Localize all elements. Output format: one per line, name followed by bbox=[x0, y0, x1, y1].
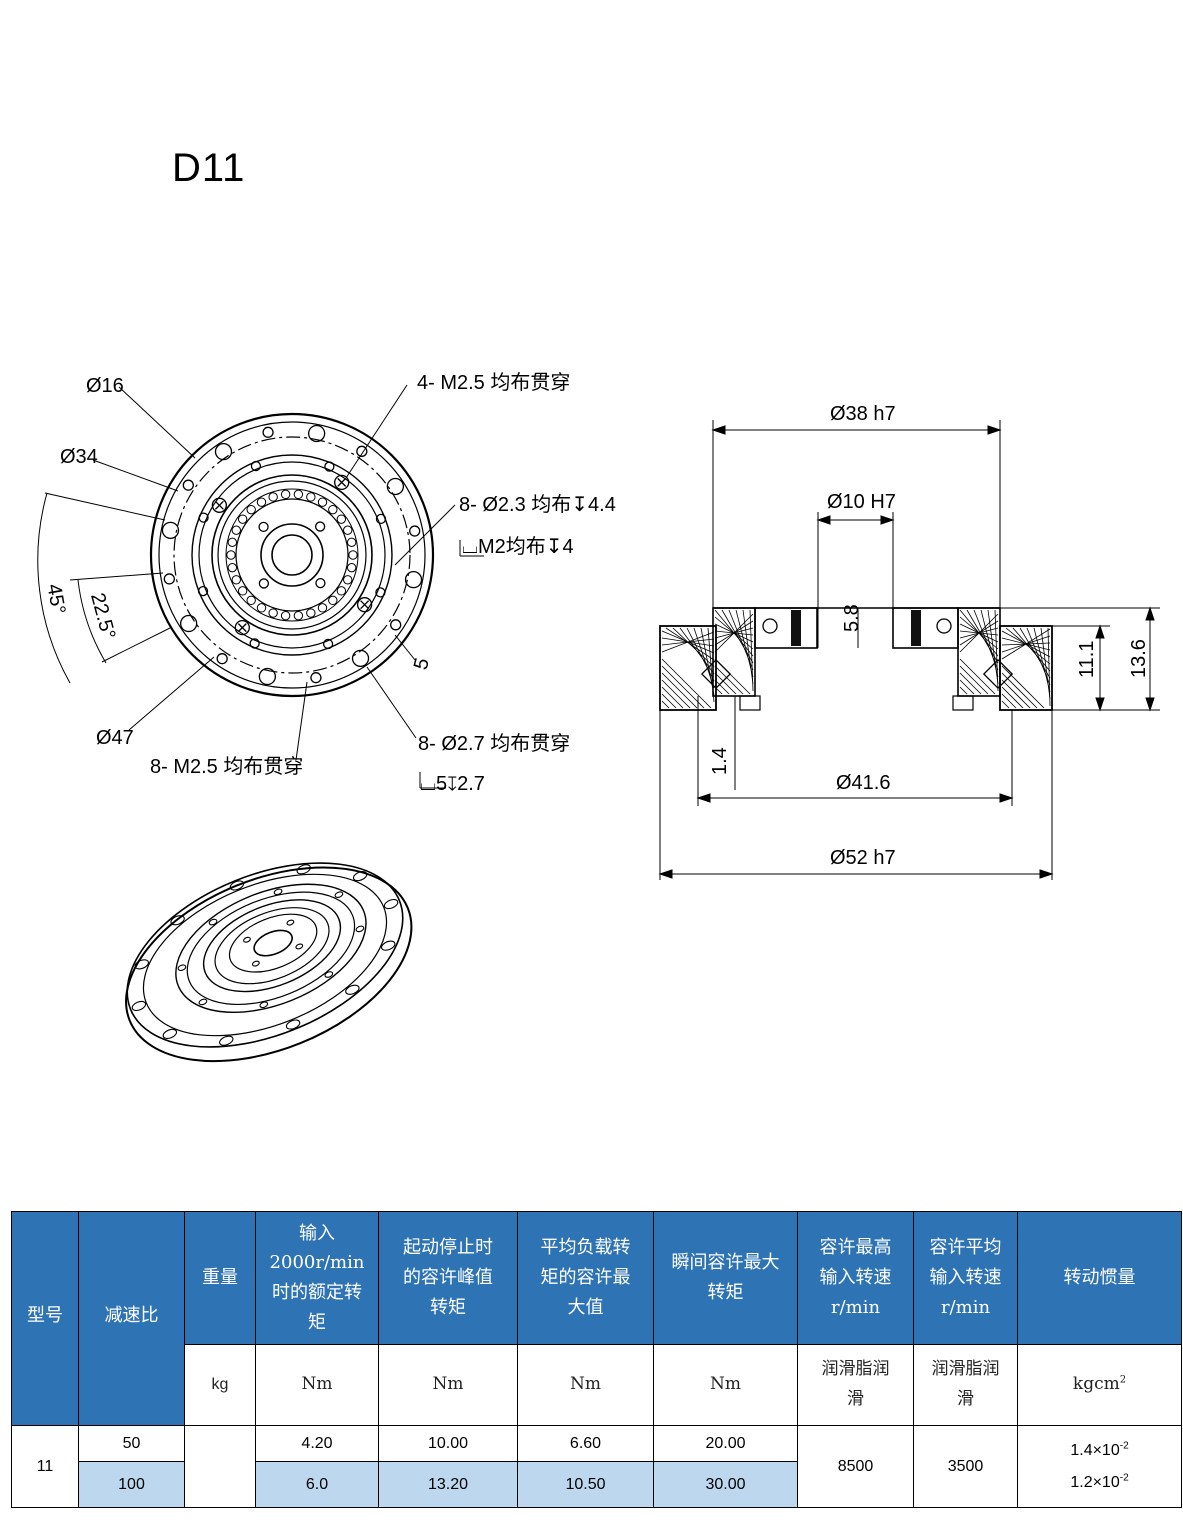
cell-weight bbox=[184, 1425, 256, 1508]
section-labels: Ø38 h7 Ø10 H7 5.8 11.1 13.6 1.4 Ø41.6 Ø5… bbox=[709, 403, 1150, 869]
dim-d10: Ø10 H7 bbox=[827, 491, 896, 513]
technical-drawing: Ø16 Ø34 4- M2.5 均布贯穿 8- Ø2.3 均布↧4.4 ⌴M2均… bbox=[37, 371, 1160, 1063]
cell-rated-50: 4.20 bbox=[255, 1425, 379, 1462]
dim-d47: Ø47 bbox=[96, 727, 134, 749]
unit-avg-torque: Nm bbox=[517, 1344, 654, 1426]
cell-avg-50: 6.60 bbox=[517, 1425, 654, 1462]
cell-instant-50: 20.00 bbox=[653, 1425, 798, 1462]
cell-avg-speed: 3500 bbox=[913, 1425, 1018, 1508]
inner-holes bbox=[258, 521, 326, 589]
cell-instant-100: 30.00 bbox=[653, 1461, 798, 1508]
unit-peak-torque: Nm bbox=[378, 1344, 518, 1426]
cell-avg-100: 10.50 bbox=[517, 1461, 654, 1508]
cell-peak-50: 10.00 bbox=[378, 1425, 518, 1462]
dim-d52: Ø52 h7 bbox=[830, 847, 896, 869]
cell-ratio-50: 50 bbox=[78, 1425, 185, 1462]
cell-ratio-100: 100 bbox=[78, 1461, 185, 1508]
header-avg-torque: 平均负载转矩的容许最大值 bbox=[517, 1211, 654, 1345]
dim-5: 5 bbox=[410, 656, 434, 672]
unit-rated-torque: Nm bbox=[255, 1344, 379, 1426]
dim-14: 1.4 bbox=[709, 747, 731, 775]
unit-instant-torque: Nm bbox=[653, 1344, 798, 1426]
header-instant-torque: 瞬间容许最大转矩 bbox=[653, 1211, 798, 1345]
unit-avg-speed: 润滑脂润滑 bbox=[913, 1344, 1018, 1426]
callout-hole23: 8- Ø2.3 均布↧4.4 bbox=[459, 493, 616, 516]
unit-inertia: kgcm2 bbox=[1017, 1344, 1182, 1426]
outer-holes bbox=[161, 424, 423, 686]
isometric-view bbox=[125, 862, 413, 1063]
header-ratio: 减速比 bbox=[78, 1211, 185, 1426]
dim-d34: Ø34 bbox=[60, 446, 98, 468]
mid-holes bbox=[197, 460, 387, 650]
front-leaders bbox=[37, 384, 484, 789]
page-title: D11 bbox=[172, 146, 246, 190]
cell-rated-100: 6.0 bbox=[255, 1461, 379, 1508]
dim-angle-22: 22.5° bbox=[86, 591, 119, 642]
callout-cb5: ⌴5↧2.7 bbox=[420, 773, 485, 795]
header-weight: 重量 bbox=[184, 1211, 256, 1345]
callout-m25-top: 4- M2.5 均布贯穿 bbox=[417, 371, 570, 394]
callout-m25-bottom: 8- M2.5 均布贯穿 bbox=[150, 755, 303, 778]
callout-hole27: 8- Ø2.7 均布贯穿 bbox=[418, 732, 570, 755]
dim-58: 5.8 bbox=[841, 604, 863, 632]
dim-d416: Ø41.6 bbox=[836, 772, 890, 794]
cell-inertia: 1.4×10-2 1.2×10-2 bbox=[1017, 1425, 1182, 1508]
section-dims bbox=[658, 420, 1160, 880]
header-inertia: 转动惯量 bbox=[1017, 1211, 1182, 1345]
unit-weight: kg bbox=[184, 1344, 256, 1426]
cell-model: 11 bbox=[11, 1425, 79, 1508]
screw-heads bbox=[211, 474, 373, 636]
dim-d16: Ø16 bbox=[86, 375, 124, 397]
unit-max-speed: 润滑脂润滑 bbox=[797, 1344, 914, 1426]
dim-angle-45: 45° bbox=[42, 582, 69, 616]
dim-d38: Ø38 h7 bbox=[830, 403, 896, 425]
bearing-balls bbox=[226, 489, 358, 621]
header-peak-torque: 起动停止时的容许峰值转矩 bbox=[378, 1211, 518, 1345]
dim-111: 11.1 bbox=[1076, 641, 1098, 678]
dim-136: 13.6 bbox=[1128, 639, 1150, 678]
cell-max-speed: 8500 bbox=[797, 1425, 914, 1508]
callout-m2: ⌴M2均布↧4 bbox=[462, 535, 574, 558]
cell-peak-100: 13.20 bbox=[378, 1461, 518, 1508]
header-model: 型号 bbox=[11, 1211, 79, 1426]
front-labels: Ø16 Ø34 4- M2.5 均布贯穿 8- Ø2.3 均布↧4.4 ⌴M2均… bbox=[42, 371, 615, 795]
section-view bbox=[659, 607, 1053, 711]
front-view bbox=[149, 412, 435, 698]
